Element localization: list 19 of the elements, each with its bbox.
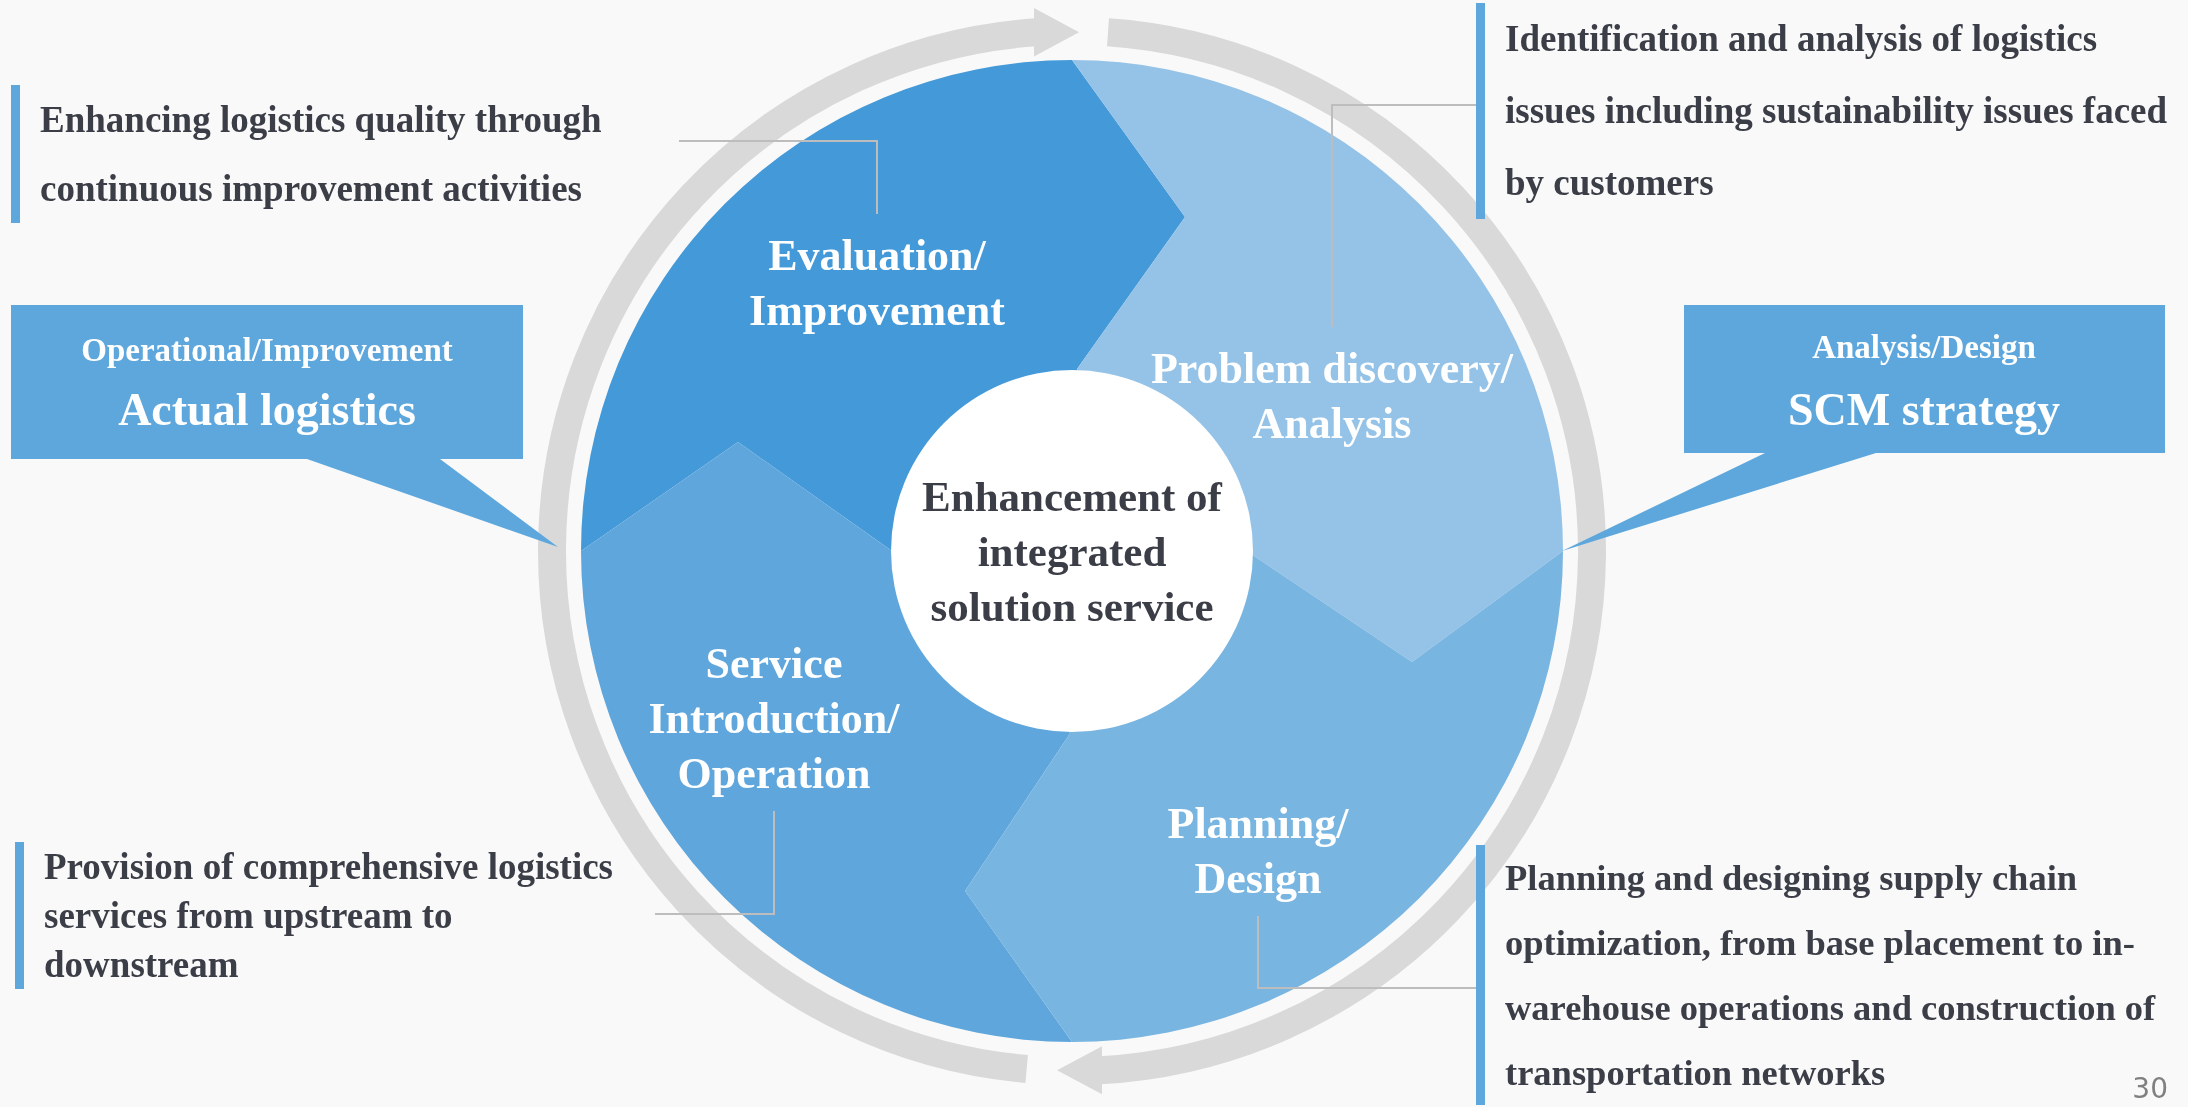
leader-line [1257, 915, 1477, 989]
segment-label: Service Introduction/ Operation [647, 638, 901, 800]
center-label: Enhancement of integrated solution service [921, 471, 1224, 632]
callout-bubble [11, 305, 558, 547]
leader-line [1331, 104, 1477, 328]
segment-label: Problem discovery/ Analysis [1149, 343, 1515, 450]
segment-label: Planning/ Design [1166, 798, 1350, 905]
callout-subtitle: Operational/Improvement [81, 331, 453, 369]
page-number: 30 [2132, 1072, 2168, 1105]
callout-bubble [1562, 305, 2165, 551]
leader-line [654, 810, 775, 915]
segment-label: Evaluation/ Improvement [748, 230, 1006, 337]
callout-subtitle: Analysis/Design [1812, 328, 2036, 366]
callout-title: SCM strategy [1787, 382, 2061, 436]
annotation-text: Identification and analysis of logistics issues including sustainability issues faced by customers [1476, 3, 2188, 219]
annotation-text: Enhancing logistics quality through continuous improvement activities [11, 85, 679, 223]
callout-title: Actual logistics [118, 382, 416, 436]
leader-line [678, 140, 878, 215]
annotation-text: Provision of comprehensive logistics services from upstream to downstream [15, 842, 655, 989]
